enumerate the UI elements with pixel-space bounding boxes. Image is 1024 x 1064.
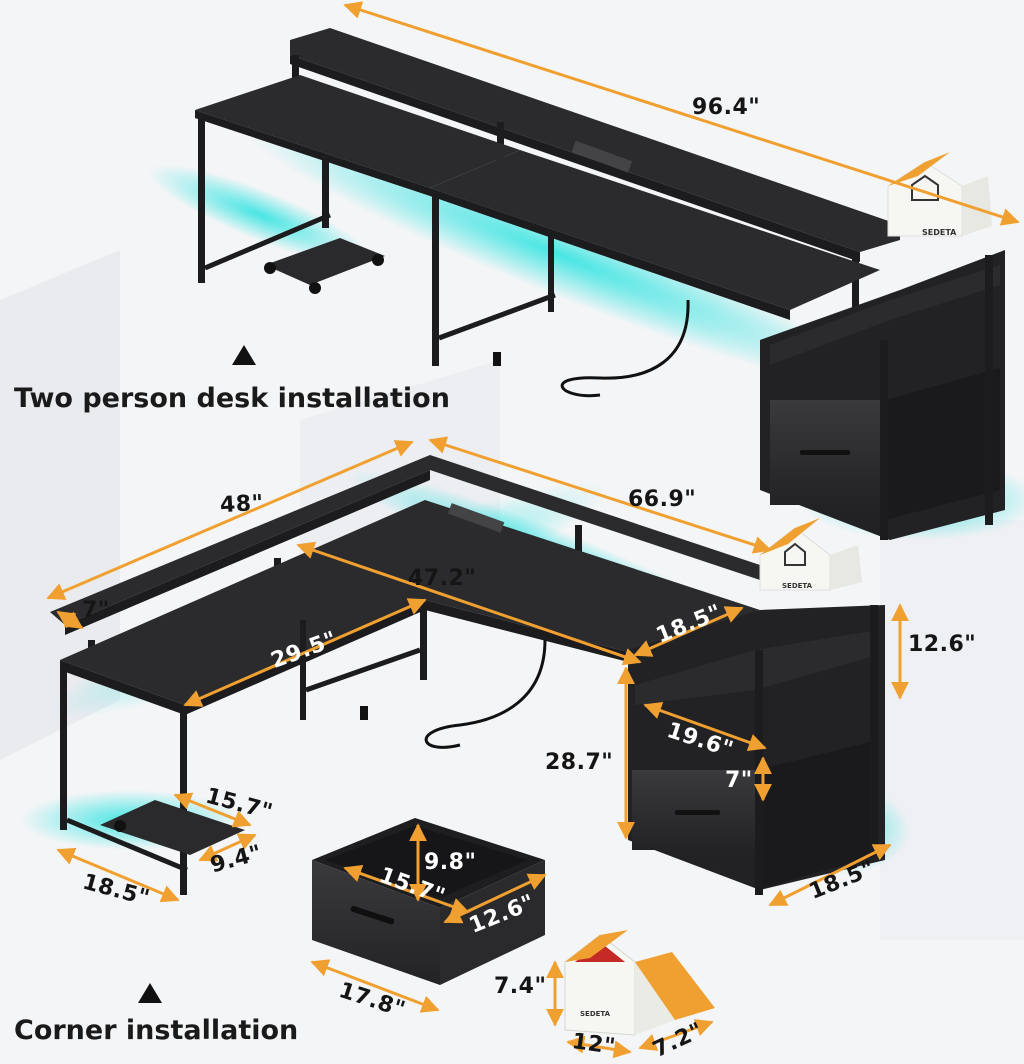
caption-corner: Corner installation [14, 1015, 299, 1046]
brand-label-top: SEDETA [922, 228, 957, 237]
triangle-marker-icon [138, 983, 162, 1003]
dim-cabinet-height: 12.6" [908, 632, 977, 657]
dim-arrow-top-total [343, 1, 1020, 226]
dim-diagonal-length: 47.2" [408, 566, 477, 591]
dim-drawer-face-height: 7" [725, 768, 753, 793]
triangle-marker-icon [232, 345, 256, 365]
brand-label-box: SEDETA [580, 1010, 611, 1018]
brand-label-corner: SEDETA [782, 582, 813, 590]
dim-corner-right-length: 66.9" [628, 487, 697, 512]
dim-shelf-depth: 7" [82, 598, 110, 623]
storage-box-illustration [564, 930, 715, 1036]
dim-corner-left-length: 48" [219, 490, 265, 519]
dim-box-height: 7.4" [494, 974, 547, 999]
dim-drawer-height: 9.8" [424, 850, 477, 875]
dimension-arrows [46, 436, 909, 1059]
dim-desk-height: 28.7" [545, 750, 614, 775]
dim-top-total-length: 96.4" [692, 95, 761, 120]
caption-two-person: Two person desk installation [14, 383, 450, 414]
